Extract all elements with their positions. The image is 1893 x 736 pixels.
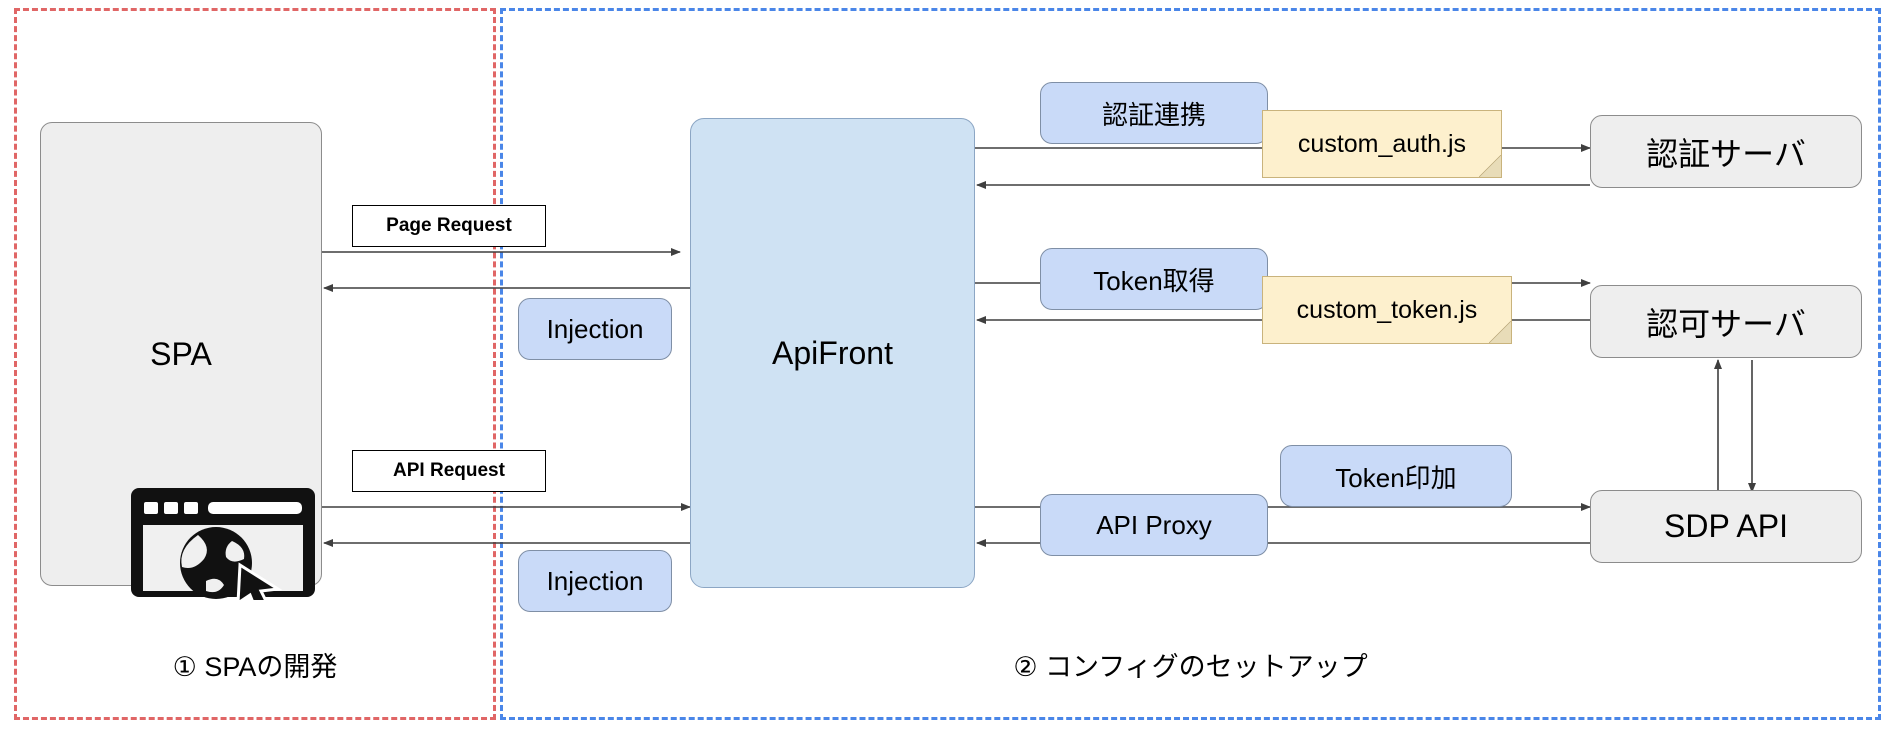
pill-token-acquire-label: Token取得 [1093,265,1215,296]
note-custom-token-js[interactable]: custom_token.js [1262,276,1512,344]
node-auth-server[interactable]: 認証サーバ [1590,115,1862,188]
pill-token-stamp[interactable]: Token印加 [1280,445,1512,507]
node-auth-server-label: 認証サーバ [1646,135,1806,172]
edge-label-api-request: API Request [352,450,546,492]
edge-label-page-request: Page Request [352,205,546,247]
pill-api-proxy[interactable]: API Proxy [1040,494,1268,556]
region-caption-config-setup: ② コンフィグのセットアップ [500,645,1881,684]
pill-token-acquire[interactable]: Token取得 [1040,248,1268,310]
node-apifront-label: ApiFront [772,334,893,371]
note-custom-token-js-label: custom_token.js [1296,295,1478,324]
node-apifront[interactable]: ApiFront [690,118,975,588]
node-authz-server[interactable]: 認可サーバ [1590,285,1862,358]
pill-token-stamp-label: Token印加 [1335,462,1457,493]
note-custom-auth-js[interactable]: custom_auth.js [1262,110,1502,178]
note-fold-corner-icon [1479,155,1502,178]
edge-label-api-request-text: API Request [393,460,505,481]
node-spa-label: SPA [150,335,212,372]
pill-injection-top-label: Injection [546,313,644,344]
region-spa-development [14,8,496,720]
region-caption-spa-development: ① SPAの開発 [14,645,496,684]
pill-auth-federation[interactable]: 認証連携 [1040,82,1268,144]
note-fold-corner-icon [1489,321,1512,344]
note-custom-auth-js-label: custom_auth.js [1297,129,1467,158]
edge-label-page-request-text: Page Request [386,215,512,236]
node-sdp-api-label: SDP API [1664,508,1788,544]
browser-globe-cursor-icon [128,485,318,612]
pill-injection-bottom[interactable]: Injection [518,550,672,612]
pill-injection-bottom-label: Injection [546,565,644,596]
node-sdp-api[interactable]: SDP API [1590,490,1862,563]
pill-injection-top[interactable]: Injection [518,298,672,360]
region-caption-spa-text: ① SPAの開発 [172,652,338,682]
pill-auth-federation-label: 認証連携 [1101,99,1206,130]
region-caption-config-text: ② コンフィグのセットアップ [1013,652,1368,682]
pill-api-proxy-label: API Proxy [1096,509,1212,540]
region-config-setup [500,8,1881,720]
node-authz-server-label: 認可サーバ [1646,305,1806,342]
